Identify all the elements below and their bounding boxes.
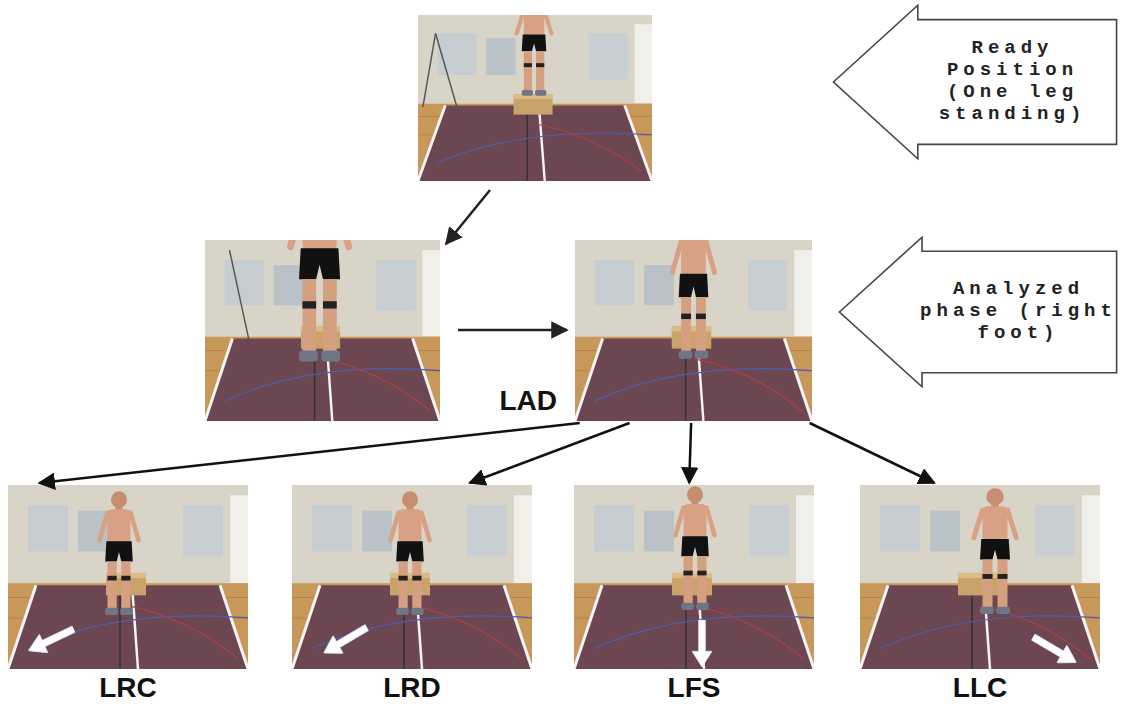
flow-arrow bbox=[689, 423, 691, 483]
callout-text: Ready Position (One leg standing) bbox=[910, 38, 1115, 125]
condition-label: LLC bbox=[860, 672, 1100, 704]
photo-panel: LRC bbox=[8, 485, 248, 669]
callout-text: Analyzed phase (right foot) bbox=[916, 279, 1121, 345]
flow-arrow bbox=[470, 423, 630, 483]
photo-panel: LFS bbox=[574, 485, 814, 669]
condition-label: LAD bbox=[499, 385, 557, 417]
photo-panel: LAD bbox=[575, 240, 812, 421]
flow-arrow bbox=[810, 423, 935, 483]
arrow-outline-path bbox=[833, 5, 1116, 159]
condition-label: LFS bbox=[574, 672, 814, 704]
condition-label: LRD bbox=[292, 672, 532, 704]
callout-arrow: Ready Position (One leg standing) bbox=[832, 4, 1118, 160]
photo-panel: LLC bbox=[860, 485, 1100, 669]
callout-arrow: Analyzed phase (right foot) bbox=[838, 236, 1118, 388]
flow-arrow bbox=[39, 423, 580, 483]
photo-panel: LRD bbox=[292, 485, 532, 669]
condition-label: LRC bbox=[8, 672, 248, 704]
